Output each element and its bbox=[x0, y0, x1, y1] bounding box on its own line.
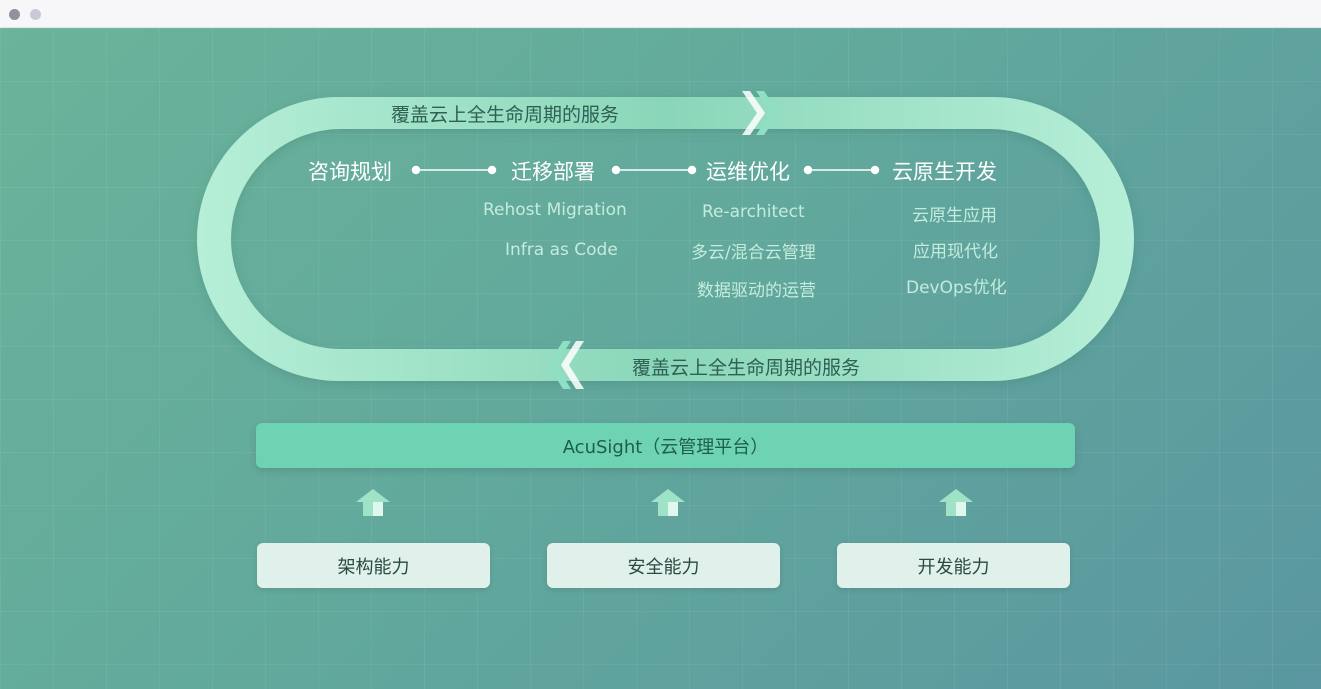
lifecycle-loop bbox=[197, 91, 1134, 389]
migration-item: Infra as Code bbox=[505, 240, 618, 260]
capability-label: 开发能力 bbox=[917, 556, 990, 578]
chevron-right-icon bbox=[742, 91, 779, 135]
migration-item: Rehost Migration bbox=[483, 200, 627, 220]
up-arrow-icon bbox=[356, 489, 390, 516]
up-arrow-icon bbox=[939, 489, 973, 516]
operations-item: 多云/混合云管理 bbox=[691, 243, 816, 263]
stage-title-operations: 运维优化 bbox=[706, 160, 790, 184]
band-top-label: 覆盖云上全生命周期的服务 bbox=[391, 104, 620, 126]
chevron-left-icon bbox=[548, 341, 584, 389]
stage-title-migration: 迁移部署 bbox=[511, 160, 595, 184]
capability-label: 安全能力 bbox=[627, 556, 700, 578]
stage-title-consulting: 咨询规划 bbox=[308, 160, 392, 184]
band-bottom-label: 覆盖云上全生命周期的服务 bbox=[632, 357, 861, 379]
lifecycle-band bbox=[197, 97, 1134, 381]
stage-title-cloud-native: 云原生开发 bbox=[892, 160, 997, 184]
operations-item: 数据驱动的运营 bbox=[697, 281, 816, 301]
stage-connectors bbox=[411, 165, 880, 175]
capability-label: 架构能力 bbox=[337, 556, 410, 578]
window-control-dot[interactable] bbox=[30, 9, 41, 20]
platform-label: AcuSight（云管理平台） bbox=[562, 436, 769, 458]
diagram-canvas: 覆盖云上全生命周期的服务 覆盖云上全生命周期的服务 咨询规划 迁移部署 运维优化… bbox=[0, 28, 1321, 689]
capability-architecture: 架构能力 bbox=[257, 543, 490, 588]
cloud-native-item: 云原生应用 bbox=[912, 206, 997, 226]
window-control-dot[interactable] bbox=[9, 9, 20, 20]
operations-item: Re-architect bbox=[702, 202, 805, 222]
window-titlebar bbox=[0, 0, 1321, 28]
cloud-native-item: 应用现代化 bbox=[913, 242, 998, 262]
cloud-native-item: DevOps优化 bbox=[906, 278, 1007, 298]
platform-bar: AcuSight（云管理平台） bbox=[256, 423, 1075, 468]
capability-development: 开发能力 bbox=[837, 543, 1070, 588]
capability-security: 安全能力 bbox=[547, 543, 780, 588]
up-arrow-icon bbox=[651, 489, 685, 516]
